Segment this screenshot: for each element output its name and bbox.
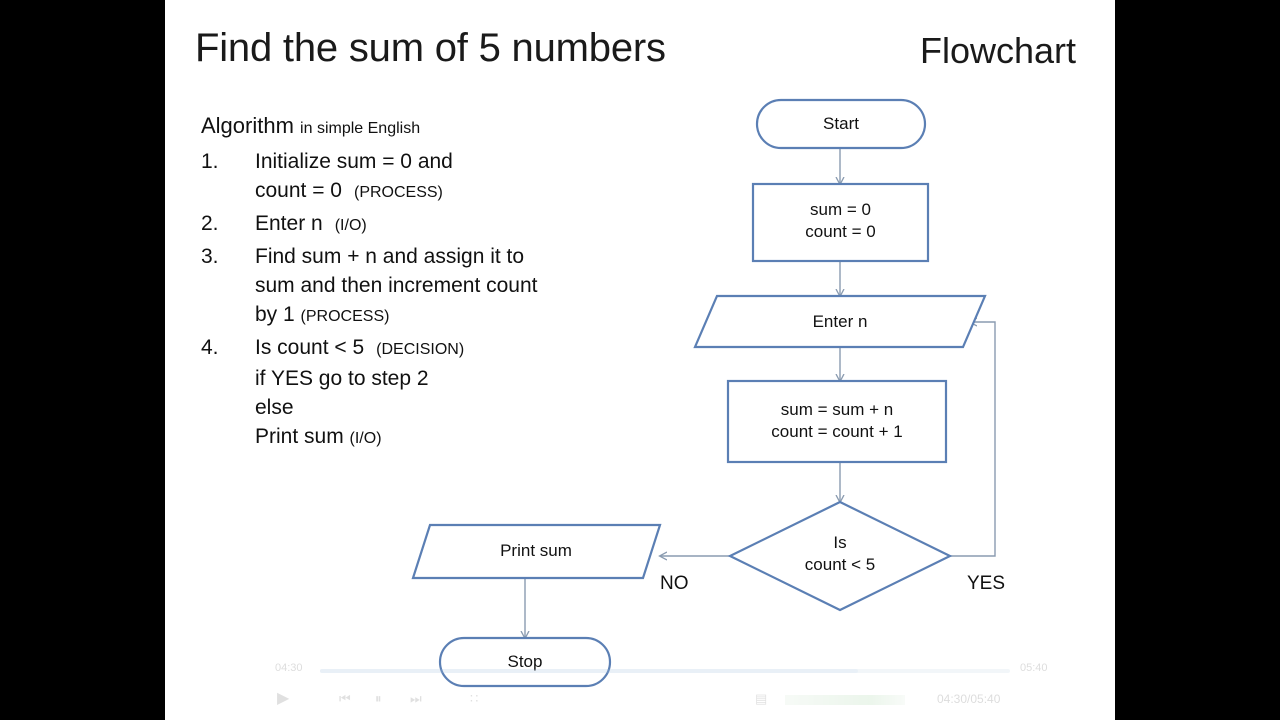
algorithm-step-number: 2. [201, 212, 219, 236]
pause-icon[interactable]: ⏸ [375, 691, 382, 706]
algorithm-step-line: Is count < 5 (DECISION) [255, 333, 651, 364]
algorithm-step-line: Enter n (I/O) [255, 209, 651, 240]
algorithm-step: 4. Is count < 5 (DECISION) if YES go to s… [201, 333, 651, 453]
flow-node-start [755, 98, 927, 150]
elapsed-time-label: 04:30 [275, 662, 303, 674]
algorithm-step-text: Print sum [255, 425, 344, 449]
progress-bar-fill [320, 669, 859, 673]
algorithm-step-lines: Find sum + n and assign it to sum and th… [255, 242, 651, 331]
algorithm-step-line: else [255, 396, 294, 420]
algorithm-step-tag: (DECISION) [376, 341, 465, 359]
algorithm-step-line: if YES go to step 2 [255, 367, 429, 391]
algorithm-heading-note: in simple English [300, 120, 421, 137]
algorithm-heading: Algorithm in simple English [201, 113, 651, 139]
algorithm-step-tag: (I/O) [349, 430, 382, 448]
letterbox-bar-right [1115, 0, 1280, 720]
algorithm-step-lines: Is count < 5 (DECISION) if YES go to step… [255, 333, 651, 453]
total-time-label: 04:30/05:40 [937, 692, 1001, 706]
flow-node-stop [438, 636, 612, 688]
progress-bar[interactable] [320, 669, 1010, 673]
algorithm-step-line: sum and then increment count [255, 274, 538, 298]
algorithm-step-tag: (PROCESS) [300, 308, 390, 326]
algorithm-step-line: by 1 (PROCESS) [255, 300, 651, 331]
algorithm-step-lines: Enter n (I/O) [255, 209, 651, 240]
flowchart-diagram [411, 98, 996, 688]
remaining-time-label: 05:40 [1020, 662, 1048, 674]
slide-canvas: Find the sum of 5 numbers Flowchart Algo… [165, 0, 1115, 720]
algorithm-step: 3. Find sum + n and assign it to sum and… [201, 242, 651, 331]
algorithm-step-tag: (PROCESS) [353, 184, 443, 202]
flow-edge-label-no: NO [660, 573, 689, 594]
algorithm-step-text: Is count < 5 [255, 336, 365, 360]
flow-edge-label-yes: YES [967, 573, 1006, 594]
algorithm-step-lines: Initialize sum = 0 and count = 0 (PROCESS… [255, 147, 651, 207]
algorithm-step-number: 1. [201, 150, 219, 174]
previous-icon[interactable]: ⏮ [339, 691, 351, 706]
algorithm-block: Algorithm in simple English 1. Initializ… [201, 113, 651, 455]
algorithm-step-line: Initialize sum = 0 and [255, 150, 453, 174]
algorithm-step-text: Enter n [255, 212, 323, 236]
algorithm-step-text: by 1 [255, 303, 295, 327]
algorithm-step-number: 4. [201, 336, 219, 360]
algorithm-step-text: count = 0 [255, 179, 342, 203]
volume-slider[interactable] [785, 695, 905, 705]
flow-node-input [693, 294, 987, 349]
flow-node-accum [726, 379, 948, 464]
slide-subtitle: Flowchart [920, 30, 1077, 71]
volume-icon[interactable]: ▤ [755, 691, 768, 706]
algorithm-heading-main: Algorithm [201, 113, 294, 138]
algorithm-step-line: Print sum (I/O) [255, 422, 651, 453]
algorithm-step: 1. Initialize sum = 0 and count = 0 (PROC… [201, 147, 651, 207]
flow-node-print [411, 523, 662, 580]
grid-icon[interactable]: ∷ [470, 691, 479, 706]
flow-node-decide [727, 500, 953, 612]
algorithm-step-number: 3. [201, 245, 219, 269]
letterbox-bar-left [0, 0, 165, 720]
page-title: Find the sum of 5 numbers [195, 26, 666, 70]
video-player-controls[interactable]: 04:30 05:40 ▶ ⏮ ⏸ ⏭ ∷ ▤ 04:30/05:40 [265, 655, 1110, 720]
algorithm-step-line: Find sum + n and assign it to [255, 245, 525, 269]
play-icon[interactable]: ▶ [277, 690, 290, 707]
algorithm-step: 2. Enter n (I/O) [201, 209, 651, 240]
next-icon[interactable]: ⏭ [410, 691, 422, 706]
connector-yes-loop [950, 322, 996, 557]
algorithm-step-tag: (I/O) [334, 217, 367, 235]
algorithm-step-line: count = 0 (PROCESS) [255, 176, 651, 207]
flow-node-init [751, 182, 930, 263]
